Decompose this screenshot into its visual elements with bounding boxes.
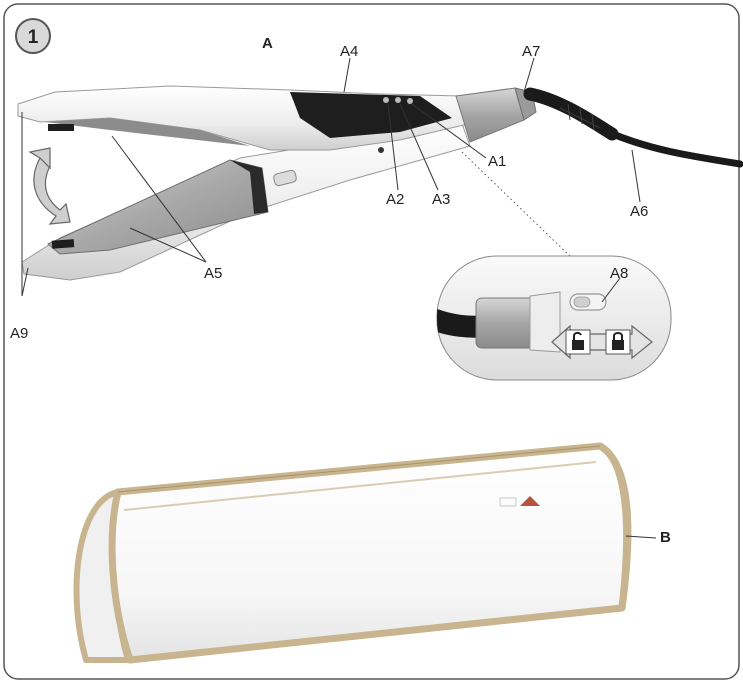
- label-a1: A1: [488, 153, 506, 170]
- pouch-body: [108, 442, 631, 664]
- power-cable: [604, 128, 743, 168]
- lock-icon: [605, 329, 631, 355]
- label-b: B: [660, 529, 671, 546]
- zoom-leader-dotted: [461, 151, 573, 259]
- unlock-icon: [565, 329, 591, 355]
- hair-styler: [17, 85, 743, 281]
- frame-border: [3, 3, 740, 680]
- rotate-arrows-icon: [28, 147, 71, 225]
- label-a5: A5: [204, 265, 222, 282]
- button-a1: [407, 98, 413, 104]
- zoom-detail: [436, 255, 672, 381]
- label-a6: A6: [630, 203, 648, 220]
- button-a2: [383, 97, 389, 103]
- label-a4: A4: [340, 43, 358, 60]
- label-a3: A3: [432, 191, 450, 208]
- storage-pouch: [73, 442, 632, 664]
- figure-number: 1: [28, 27, 39, 48]
- label-a: A: [262, 35, 273, 52]
- swivel-cord: [523, 87, 619, 141]
- label-a8: A8: [610, 265, 628, 282]
- brand-logo: [499, 496, 540, 507]
- label-a2: A2: [386, 191, 404, 208]
- leader-lines: [21, 57, 657, 539]
- button-a3: [395, 97, 401, 103]
- label-a7: A7: [522, 43, 540, 60]
- label-a9: A9: [10, 325, 28, 342]
- figure-number-badge: 1: [15, 18, 51, 54]
